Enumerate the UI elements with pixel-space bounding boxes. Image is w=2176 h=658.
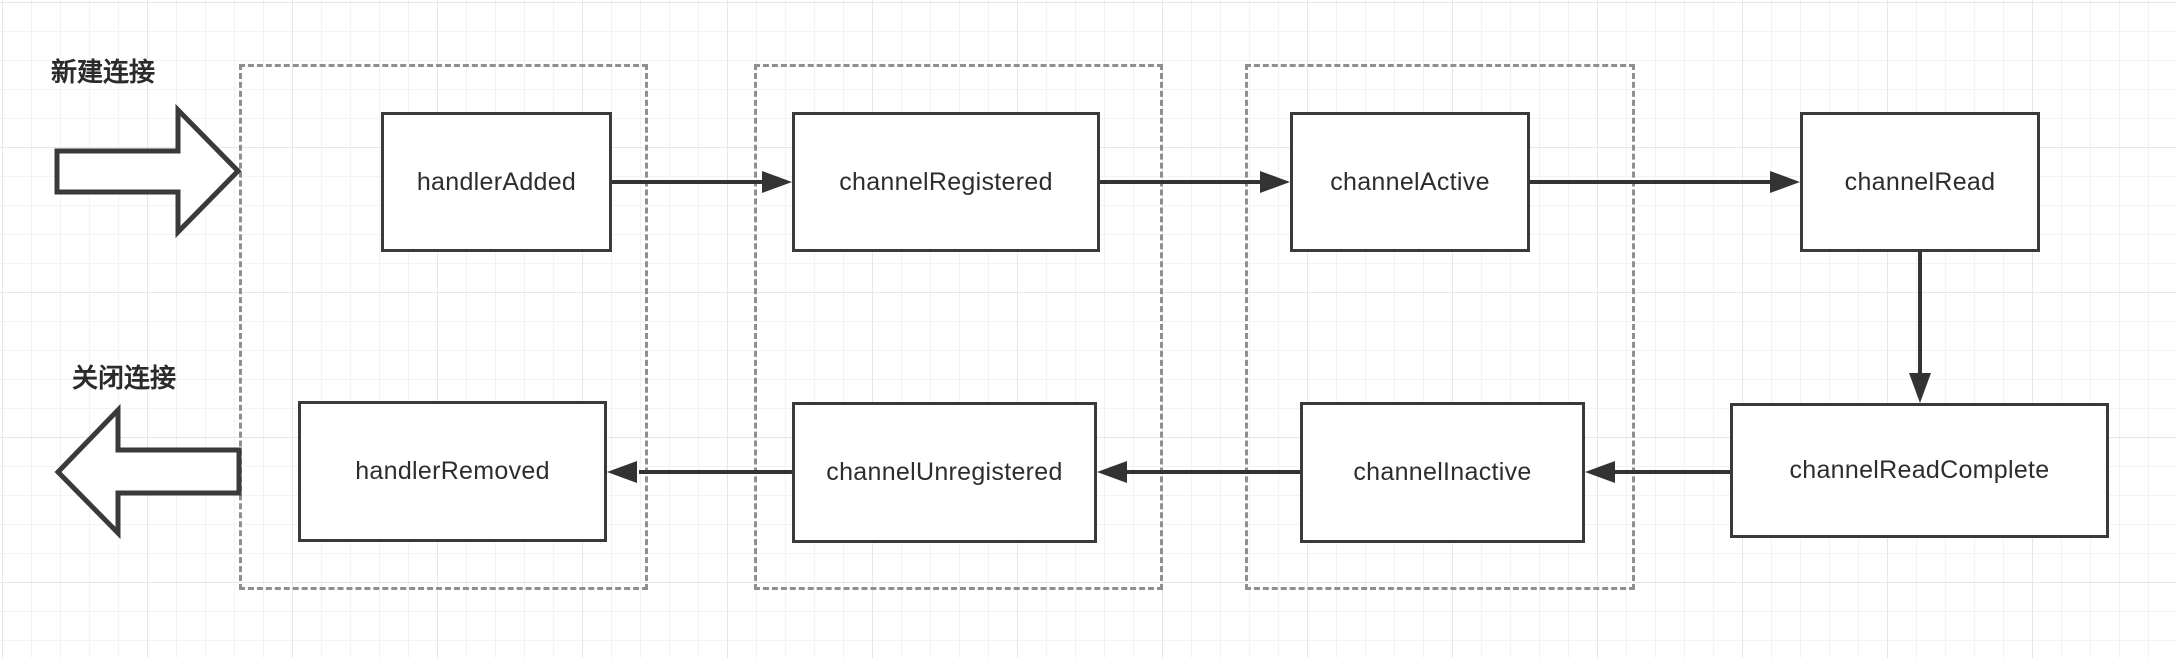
node-channel-read: channelRead bbox=[1800, 112, 2040, 252]
group-handler-lifecycle bbox=[239, 64, 648, 590]
edge-channel-read-to-channel-read-complete bbox=[1909, 252, 1931, 403]
new-connection-label: 新建连接 bbox=[51, 57, 156, 87]
group-active-lifecycle bbox=[1245, 64, 1635, 590]
group-registration-lifecycle bbox=[754, 64, 1163, 590]
node-handler-removed: handlerRemoved bbox=[298, 401, 607, 542]
edge-channel-read-complete-to-channel-inactive bbox=[1585, 461, 1730, 483]
node-channel-read-complete: channelReadComplete bbox=[1730, 403, 2109, 538]
edge-channel-unregistered-to-handler-removed bbox=[607, 461, 792, 483]
edge-channel-inactive-to-channel-unregistered bbox=[1097, 461, 1300, 483]
node-handler-added: handlerAdded bbox=[381, 112, 612, 252]
edge-channel-active-to-channel-read bbox=[1530, 171, 1800, 193]
node-channel-inactive: channelInactive bbox=[1300, 402, 1585, 543]
edge-handler-added-to-channel-registered bbox=[612, 171, 792, 193]
node-channel-unregistered: channelUnregistered bbox=[792, 402, 1097, 543]
node-channel-active: channelActive bbox=[1290, 112, 1530, 252]
new-connection-arrow-icon bbox=[54, 103, 242, 239]
close-connection-label: 关闭连接 bbox=[72, 363, 177, 393]
edge-channel-registered-to-channel-active bbox=[1100, 171, 1290, 193]
node-channel-registered: channelRegistered bbox=[792, 112, 1100, 252]
close-connection-arrow-icon bbox=[54, 403, 242, 540]
